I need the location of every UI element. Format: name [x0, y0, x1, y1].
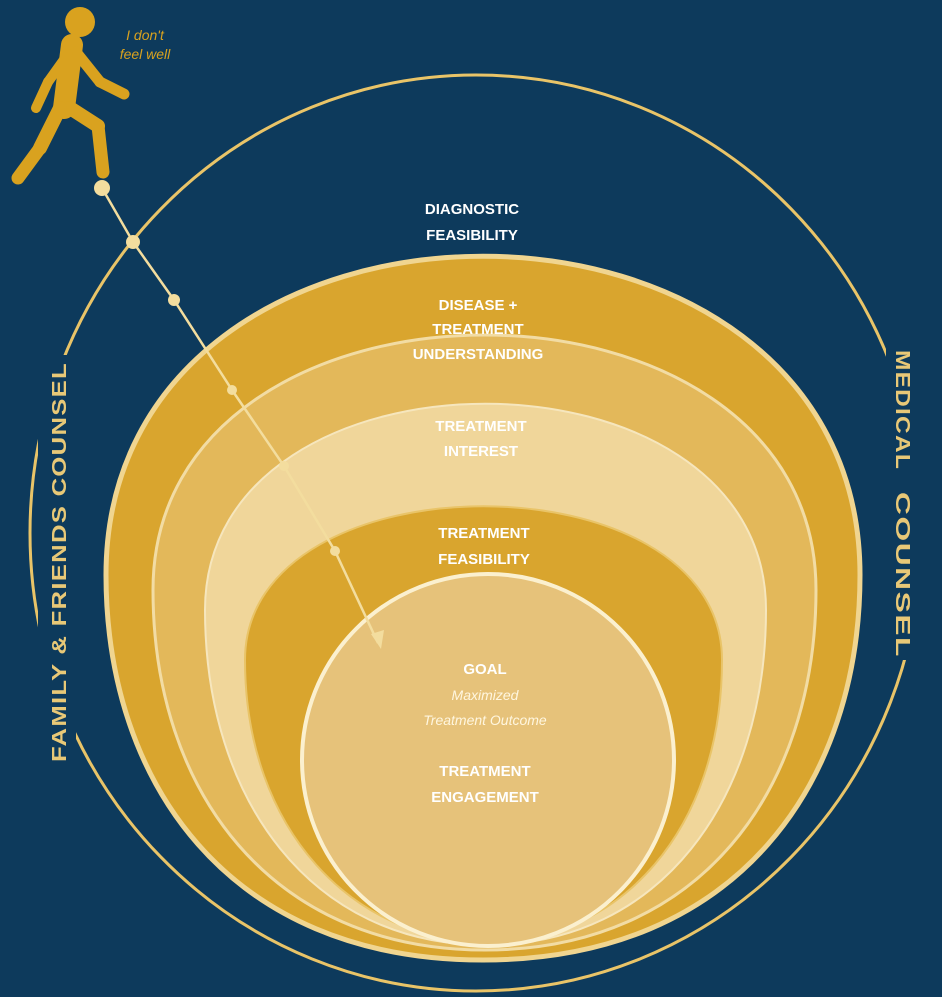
feasibility-label-line-2: FEASIBILITY — [438, 551, 530, 568]
engagement-label-line-2: ENGAGEMENT — [431, 789, 539, 806]
interest-label-line-2: INTEREST — [444, 443, 518, 460]
waypoint — [94, 180, 110, 196]
interest-label-line-1: TREATMENT — [435, 418, 526, 435]
diagnostic-label-line-2: FEASIBILITY — [426, 227, 518, 244]
speech-line-2: feel well — [120, 46, 171, 62]
speech-line-1: I don't — [126, 27, 165, 43]
left-label-plate — [38, 355, 76, 765]
medical-label: MEDICAL — [891, 350, 913, 470]
goal-subtitle-line-1: Maximized — [452, 687, 520, 703]
feasibility-label-line-1: TREATMENT — [438, 525, 529, 542]
journey-arrowhead — [371, 630, 384, 649]
counsel-label: COUNSEL — [891, 492, 913, 658]
diagnostic-label-line-1: DIAGNOSTIC — [425, 201, 519, 218]
waypoint — [168, 294, 180, 306]
waypoint — [126, 235, 140, 249]
walking-person-icon — [11, 7, 130, 185]
understanding-label-line-2: TREATMENT — [432, 321, 523, 338]
engagement-label-line-1: TREATMENT — [439, 763, 530, 780]
goal-circle — [300, 572, 676, 948]
right-label-plate — [886, 345, 924, 660]
understanding-label-line-1: DISEASE + — [439, 297, 518, 314]
waypoint — [279, 461, 289, 471]
waypoint — [330, 546, 340, 556]
journey-waypoints — [94, 180, 340, 556]
understanding-label-line-3: UNDERSTANDING — [413, 346, 544, 363]
waypoint — [227, 385, 237, 395]
family-friends-counsel-label: FAMILY & FRIENDS COUNSEL — [49, 362, 71, 762]
goal-title: GOAL — [463, 661, 506, 678]
goal-subtitle-line-2: Treatment Outcome — [423, 712, 547, 728]
